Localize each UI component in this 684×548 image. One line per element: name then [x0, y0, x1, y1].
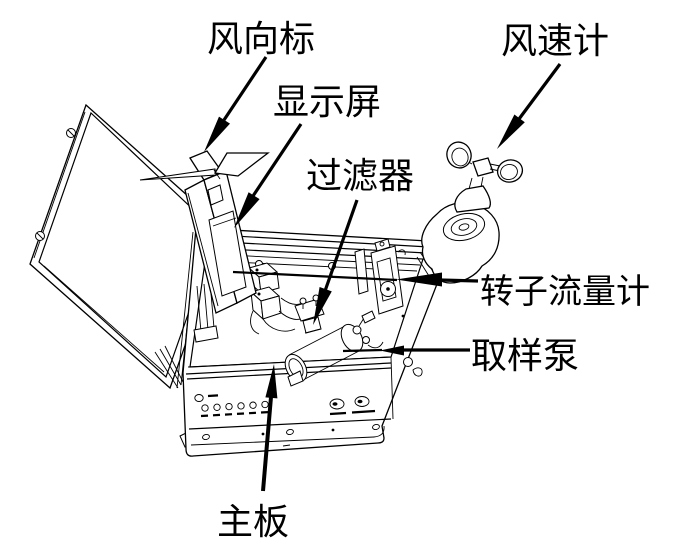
pump-cylinder [284, 310, 384, 387]
anemometer-cups [446, 141, 524, 183]
anemometer-hub [472, 157, 494, 177]
wind-vane [139, 152, 270, 181]
label-filter: 过滤器 [306, 156, 414, 196]
label-anemometer: 风速计 [501, 21, 609, 61]
enclosure-lid [29, 103, 227, 390]
arrow-sampling-pump [342, 345, 470, 356]
arrow-wind-vane [204, 56, 268, 152]
front-panel-controls [194, 394, 376, 418]
label-wind-vane: 风向标 [207, 19, 315, 59]
anemometer-body [454, 185, 491, 213]
panel-logo [194, 394, 204, 402]
label-sampling-pump: 取样泵 [471, 336, 579, 376]
arrow-rotor-flowmeter [232, 270, 479, 287]
arrow-anemometer [497, 63, 562, 149]
relay-block [249, 286, 282, 321]
arrow-main-board [261, 364, 278, 492]
callout-labels: 风向标 风速计 显示屏 过滤器 转子流量计 取样泵 主板 [207, 19, 650, 542]
label-main-board: 主板 [217, 502, 289, 542]
arrow-display-screen [234, 123, 303, 228]
panel-led-row [200, 400, 269, 418]
anemometer-assembly [421, 141, 524, 284]
mounting-holes [202, 423, 380, 447]
panel-connectors [329, 396, 376, 416]
vane-fin [213, 152, 270, 177]
display-unit [139, 150, 270, 314]
display-screen-window [208, 210, 247, 297]
label-display-screen: 显示屏 [273, 82, 381, 122]
label-rotor-flowmeter: 转子流量计 [480, 273, 650, 311]
callout-arrows [204, 56, 562, 492]
